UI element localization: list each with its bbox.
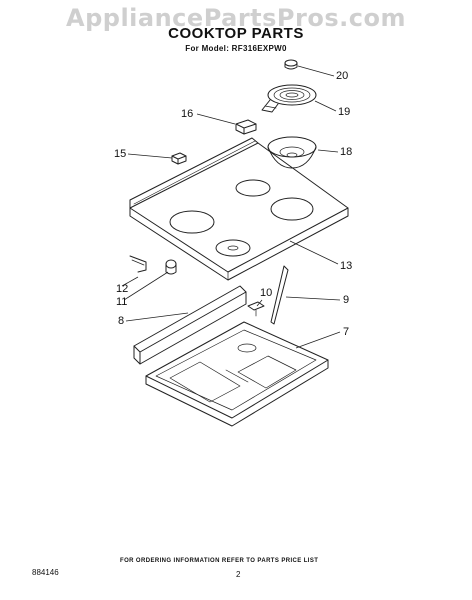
part-8-front-strip — [133, 285, 247, 365]
callout-10: 10 — [260, 287, 273, 299]
callout-12: 12 — [116, 283, 129, 295]
callout-16: 16 — [181, 108, 194, 120]
part-9-rod — [270, 265, 289, 325]
part-15-clip — [171, 152, 187, 165]
page-title: COOKTOP PARTS — [168, 25, 304, 42]
callout-19: 19 — [338, 106, 351, 118]
callout-7: 7 — [343, 326, 350, 338]
part-7-drip-tray — [145, 321, 329, 427]
part-11-spacer — [165, 259, 177, 275]
watermark: AppliancePartsPros.com — [66, 4, 406, 32]
part-18-drip-bowl — [267, 136, 317, 169]
callout-18: 18 — [340, 146, 353, 158]
callout-8: 8 — [118, 315, 125, 327]
model-line: For Model: RF316EXPW0 — [185, 44, 287, 53]
part-16-receptacle — [235, 119, 257, 135]
callout-9: 9 — [343, 294, 350, 306]
part-19-surface-element — [261, 84, 317, 113]
part-20-knob-cap — [284, 59, 298, 70]
page-number: 2 — [236, 570, 241, 579]
callout-11: 11 — [116, 296, 128, 308]
part-10-screw — [247, 301, 265, 317]
part-13-cooktop — [129, 137, 349, 281]
document-number: 884146 — [32, 568, 59, 577]
callout-13: 13 — [340, 260, 353, 272]
callout-20: 20 — [336, 70, 349, 82]
callout-15: 15 — [114, 148, 127, 160]
leader-lines — [121, 65, 341, 349]
ordering-note: FOR ORDERING INFORMATION REFER TO PARTS … — [120, 558, 319, 564]
part-12-hinge-bracket — [129, 255, 147, 273]
